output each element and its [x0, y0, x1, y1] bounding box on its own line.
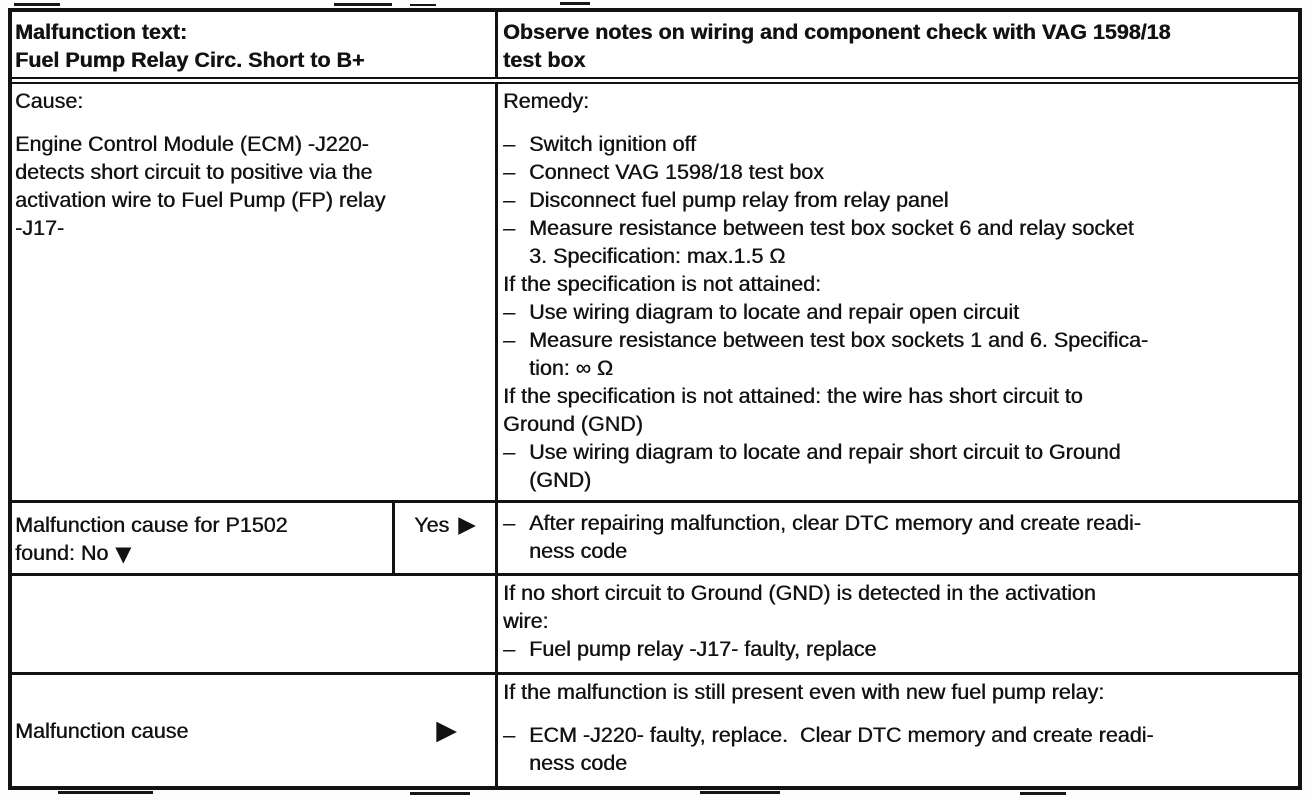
decision-question-cell: Malfunction cause for P1502 found: No▼	[12, 503, 395, 573]
text-line: –ECM -J220- faulty, replace. Clear DTC m…	[503, 721, 1290, 749]
final-row: Malfunction cause ▶ If the malfunction i…	[12, 675, 1298, 786]
no-branch-remedy-cell: If no short circuit to Ground (GND) is d…	[498, 576, 1298, 672]
line-text: Connect VAG 1598/18 test box	[529, 160, 824, 184]
text-line: –Measure resistance between test box soc…	[503, 326, 1290, 354]
notes-header-line: test box	[503, 48, 586, 72]
notes-header-line: Observe notes on wiring and component ch…	[503, 20, 1171, 44]
list-dash: –	[503, 216, 515, 240]
cause-remedy-row: Cause: Engine Control Module (ECM) -J220-…	[12, 84, 1298, 503]
text-line: ness code	[529, 751, 628, 775]
decision-question-line: Malfunction cause for P1502	[15, 513, 288, 537]
line-text: Disconnect fuel pump relay from relay pa…	[529, 188, 949, 212]
text-line: If the specification is not attained:	[503, 272, 821, 296]
malfunction-text-header-cell: Malfunction text: Fuel Pump Relay Circ. …	[12, 12, 498, 77]
list-dash: –	[503, 440, 515, 464]
text-line: –Connect VAG 1598/18 test box	[503, 158, 1290, 186]
decision-left-cell: Malfunction cause for P1502 found: No▼ Y…	[12, 503, 498, 573]
line-text: ECM -J220- faulty, replace. Clear DTC me…	[529, 723, 1154, 747]
text-line: –Use wiring diagram to locate and repair…	[503, 298, 1290, 326]
scan-artifact	[14, 3, 60, 6]
arrow-right-icon: ▶	[436, 714, 457, 746]
list-dash: –	[503, 300, 515, 324]
text-line: –Switch ignition off	[503, 130, 1290, 158]
text-line: If the specification is not attained: th…	[503, 384, 1083, 408]
text-line: tion: ∞ Ω	[529, 356, 613, 380]
yes-label: Yes	[414, 513, 450, 537]
scan-artifact	[58, 791, 153, 794]
decision-question-line: found: No▼	[15, 539, 386, 568]
text-line: Remedy:	[503, 89, 590, 113]
arrow-down-icon: ▼	[115, 542, 132, 566]
list-dash: –	[503, 188, 515, 212]
text-line: 3. Specification: max.1.5 Ω	[529, 244, 786, 268]
decision-yes-cell: Yes ▶	[395, 503, 495, 573]
scan-artifact	[410, 792, 470, 795]
table-header-row: Malfunction text: Fuel Pump Relay Circ. …	[12, 12, 1298, 84]
text-line: –Use wiring diagram to locate and repair…	[503, 438, 1290, 466]
decision-action-cell: –After repairing malfunction, clear DTC …	[498, 503, 1298, 573]
remedy-cell: Remedy:–Switch ignition off–Connect VAG …	[498, 84, 1298, 500]
list-dash: –	[503, 160, 515, 184]
list-dash: –	[503, 511, 515, 535]
text-line: If no short circuit to Ground (GND) is d…	[503, 581, 1096, 605]
arrow-right-icon: ▶	[458, 512, 476, 538]
line-text: Use wiring diagram to locate and repair …	[529, 440, 1121, 464]
text-line: Engine Control Module (ECM) -J220-	[15, 132, 369, 156]
scan-artifact	[334, 3, 392, 6]
malfunction-text-label: Malfunction text:	[15, 20, 187, 44]
text-line: Cause:	[15, 89, 84, 113]
empty-cell	[12, 576, 498, 672]
diagnostic-table: Malfunction text: Fuel Pump Relay Circ. …	[8, 8, 1302, 790]
list-dash: –	[503, 637, 515, 661]
line-text: Use wiring diagram to locate and repair …	[529, 300, 1019, 324]
text-line: –Fuel pump relay -J17- faulty, replace	[503, 635, 1290, 663]
line-text: Fuel pump relay -J17- faulty, replace	[529, 637, 877, 661]
text-line: –After repairing malfunction, clear DTC …	[503, 509, 1290, 537]
text-line: detects short circuit to positive via th…	[15, 160, 373, 184]
decision-row: Malfunction cause for P1502 found: No▼ Y…	[12, 503, 1298, 576]
line-text: Measure resistance between test box sock…	[529, 328, 1149, 352]
text-line: -J17-	[15, 216, 64, 240]
final-cause-label: Malfunction cause	[15, 718, 189, 743]
text-line: wire:	[503, 609, 549, 633]
text-line: (GND)	[529, 468, 592, 492]
line-text: Switch ignition off	[529, 132, 696, 156]
text-line: –Disconnect fuel pump relay from relay p…	[503, 186, 1290, 214]
text-line: Ground (GND)	[503, 412, 643, 436]
final-cause-cell: Malfunction cause ▶	[12, 675, 498, 786]
list-dash: –	[503, 723, 515, 747]
text-line: If the malfunction is still present even…	[503, 680, 1105, 704]
scan-artifact	[560, 2, 590, 5]
text-line: activation wire to Fuel Pump (FP) relay	[15, 188, 386, 212]
final-remedy-cell: If the malfunction is still present even…	[498, 675, 1298, 786]
scan-artifact	[700, 791, 780, 794]
notes-header-cell: Observe notes on wiring and component ch…	[498, 12, 1298, 77]
text-line: –Measure resistance between test box soc…	[503, 214, 1290, 242]
scan-artifact	[1020, 792, 1066, 795]
cause-cell: Cause: Engine Control Module (ECM) -J220-…	[12, 84, 498, 500]
scan-artifact	[410, 4, 436, 6]
no-branch-row: If no short circuit to Ground (GND) is d…	[12, 576, 1298, 675]
line-text: Measure resistance between test box sock…	[529, 216, 1134, 240]
list-dash: –	[503, 132, 515, 156]
text-line: ness code	[529, 539, 628, 563]
decision-no-text: found: No	[15, 541, 109, 565]
malfunction-text-value: Fuel Pump Relay Circ. Short to B+	[15, 48, 365, 72]
list-dash: –	[503, 328, 515, 352]
line-text: After repairing malfunction, clear DTC m…	[529, 511, 1141, 535]
